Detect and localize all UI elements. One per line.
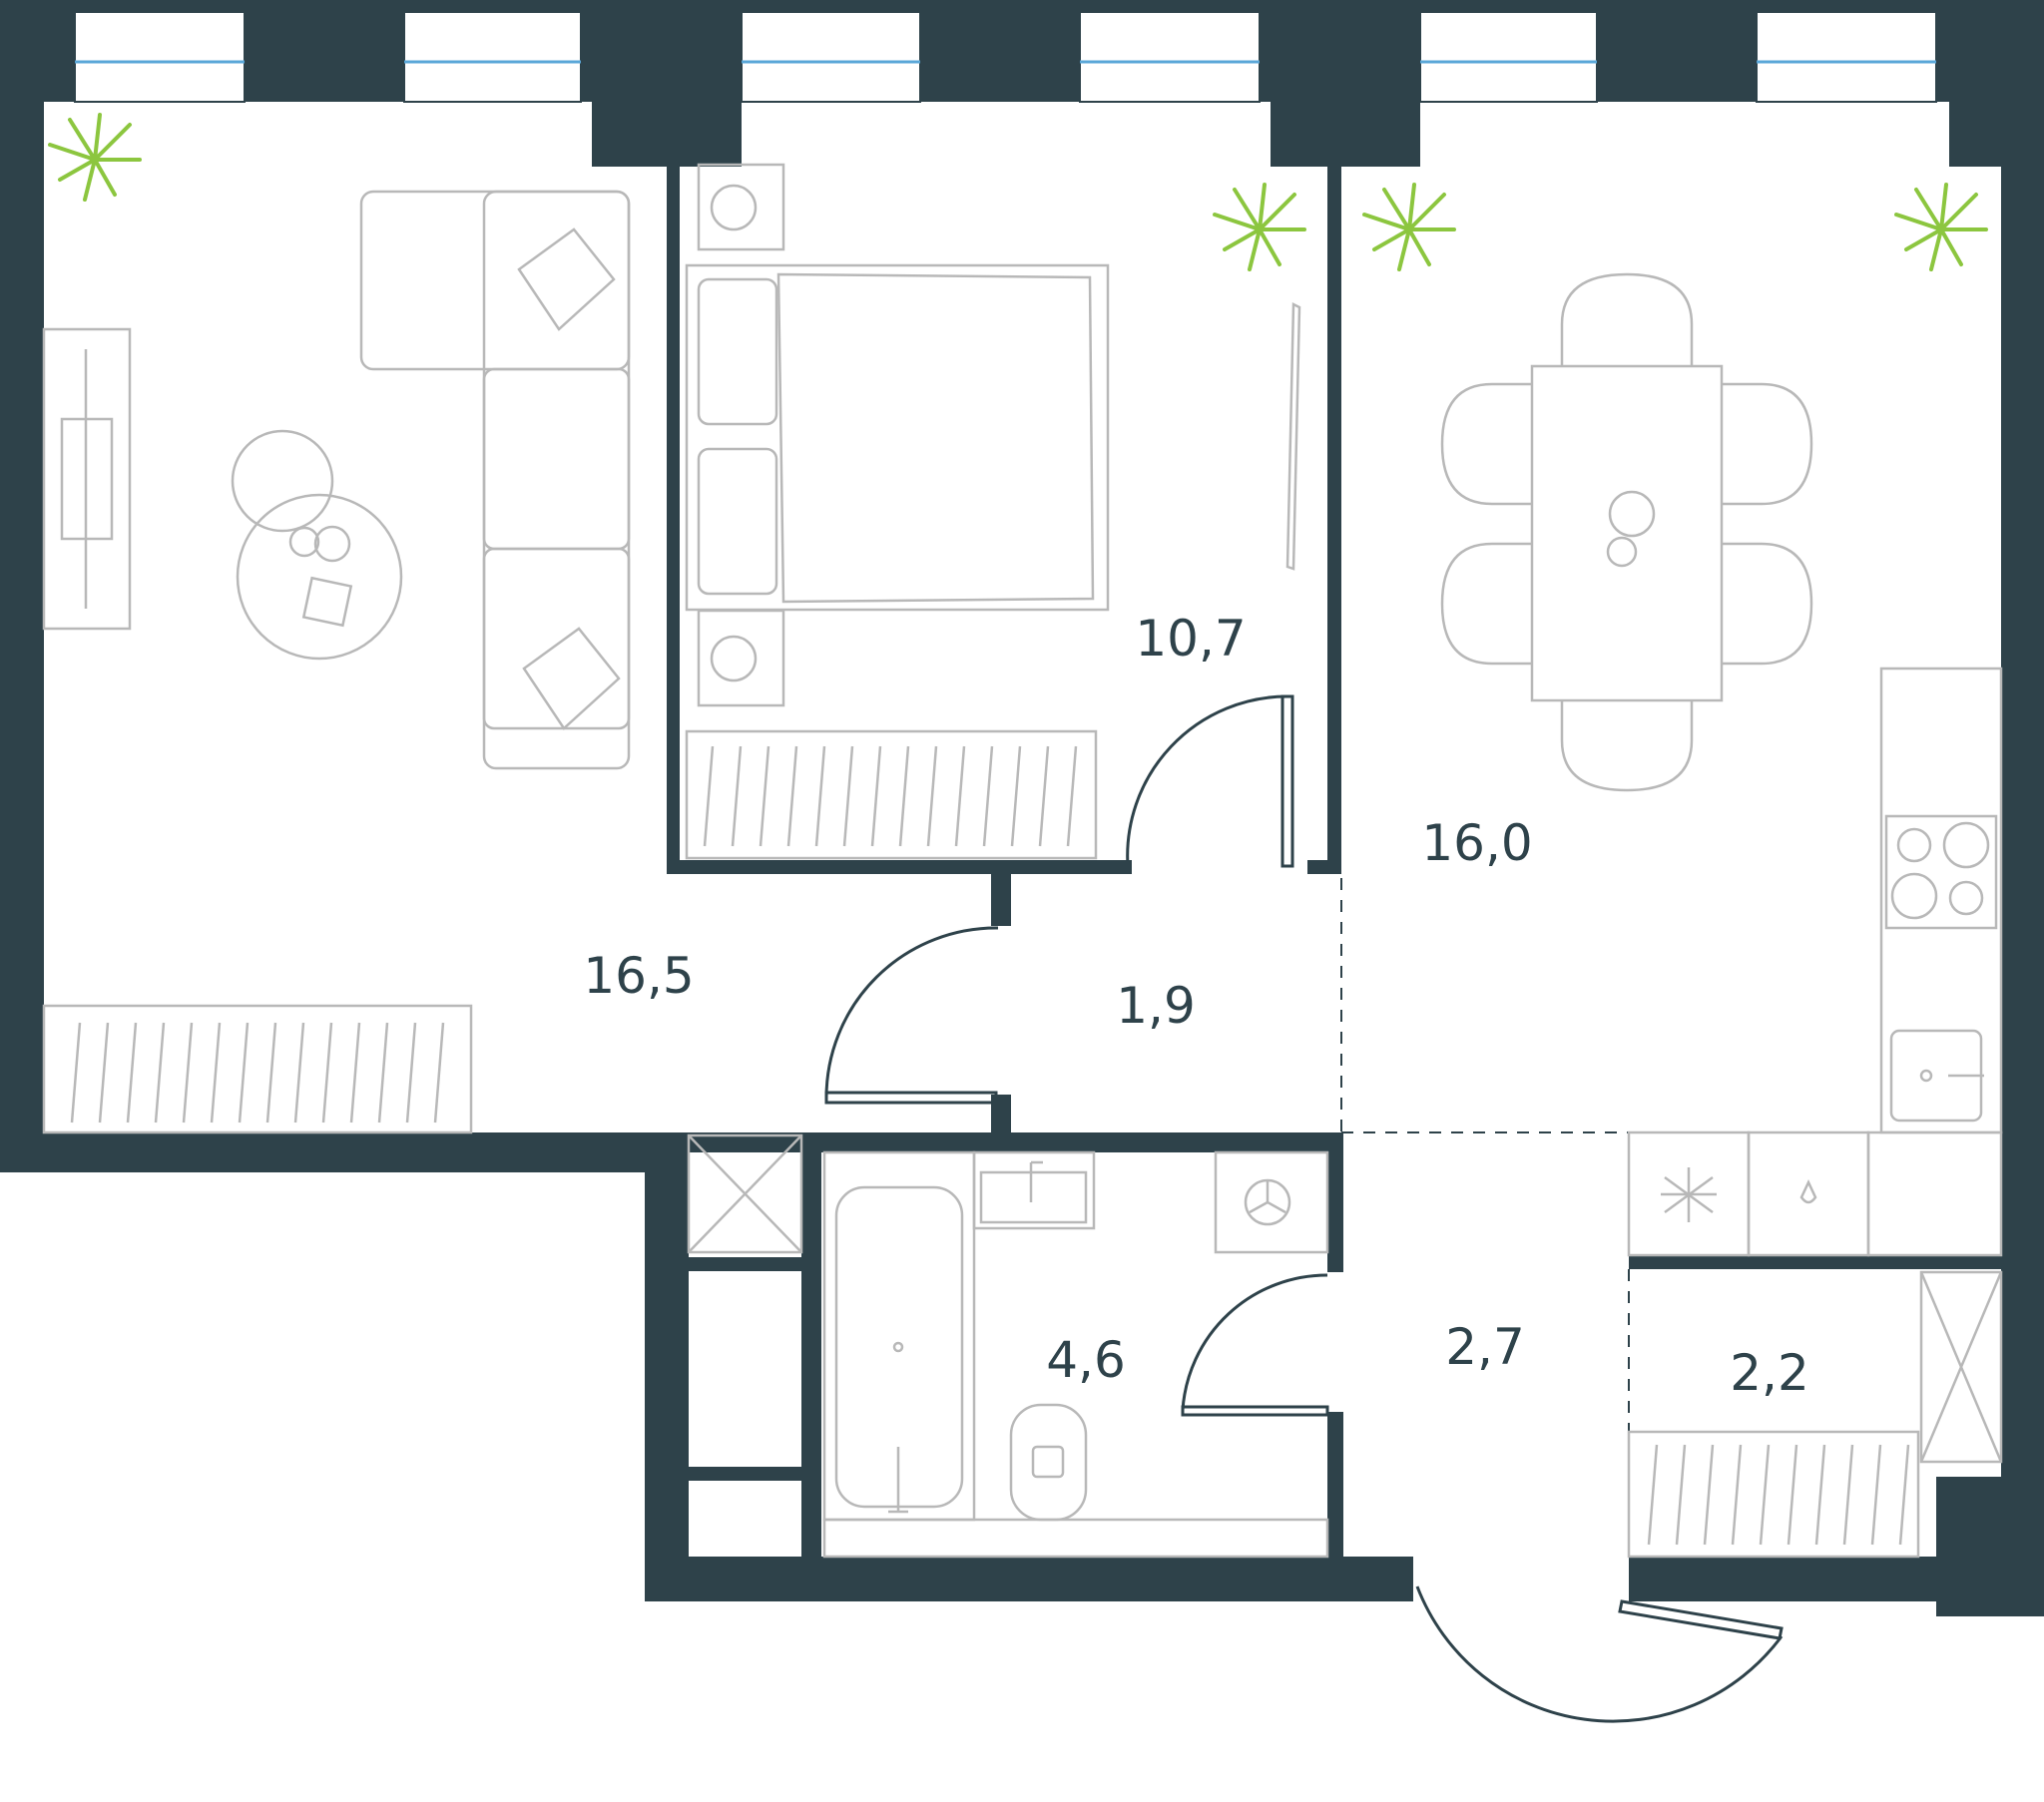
mirror-icon [1285,302,1301,571]
nightstand-icon [697,609,785,707]
storage-furniture [687,1133,2003,1559]
windows [74,11,1937,103]
door-swing-icon [1415,1585,1784,1723]
plant-icon [1362,183,1456,271]
shaft-icon [1919,1270,2003,1464]
plant-icon [48,113,142,202]
room-area-hallway: 2,7 [1445,1318,1525,1376]
chair-icon [1560,272,1694,366]
washbasin-icon [972,1150,1096,1230]
doors [824,694,1784,1723]
walls [0,0,2044,1616]
plant-icon [1894,183,1988,271]
room-labels: 16,5 10,7 16,0 1,9 4,6 2,7 2,2 [583,610,1808,1402]
bathtub-icon [822,1150,976,1522]
living-room-furniture [42,190,631,1134]
window-icon [1419,11,1598,103]
fridge-icon [1627,1130,1751,1257]
door-swing-icon [1181,1273,1329,1417]
window-icon [1079,11,1261,103]
open-boundaries [1340,878,1630,1557]
bathroom-furniture [822,1150,1329,1559]
shaft-icon [687,1133,803,1254]
sink-icon [1889,1029,1984,1123]
wardrobe-icon [685,729,1098,860]
toilet-icon [1009,1403,1088,1522]
chair-icon [1440,542,1532,666]
sofa-icon [359,190,631,770]
bedroom-furniture [685,163,1301,860]
room-area-bathroom: 4,6 [1046,1331,1126,1389]
room-area-living-room: 16,5 [583,947,694,1005]
tv-unit-icon [42,327,132,631]
chair-icon [1560,700,1694,792]
window-icon [1756,11,1937,103]
chair-icon [1722,382,1813,506]
dishwasher-icon [1747,1130,1870,1257]
dining-table-icon [1530,364,1724,702]
wardrobe-icon [1627,1430,1920,1559]
door-swing-icon [1126,694,1294,868]
wardrobe-icon [42,1004,473,1134]
door-swing-icon [824,926,999,1105]
stove-icon [1884,814,1998,930]
room-area-kitchen-dining: 16,0 [1421,814,1532,872]
plants [48,113,1988,271]
plant-icon [1213,183,1306,271]
room-area-corridor: 1,9 [1116,977,1196,1035]
window-icon [741,11,921,103]
window-icon [403,11,582,103]
bed-icon [685,263,1110,612]
washing-machine-icon [1214,1150,1329,1254]
chair-icon [1722,542,1813,666]
coffee-table-icon [231,429,403,661]
chair-icon [1440,382,1532,506]
nightstand-icon [697,163,785,251]
room-area-bedroom: 10,7 [1135,610,1246,668]
window-icon [74,11,246,103]
room-area-storage: 2,2 [1730,1344,1809,1402]
kitchen-furniture [1440,272,2003,1257]
